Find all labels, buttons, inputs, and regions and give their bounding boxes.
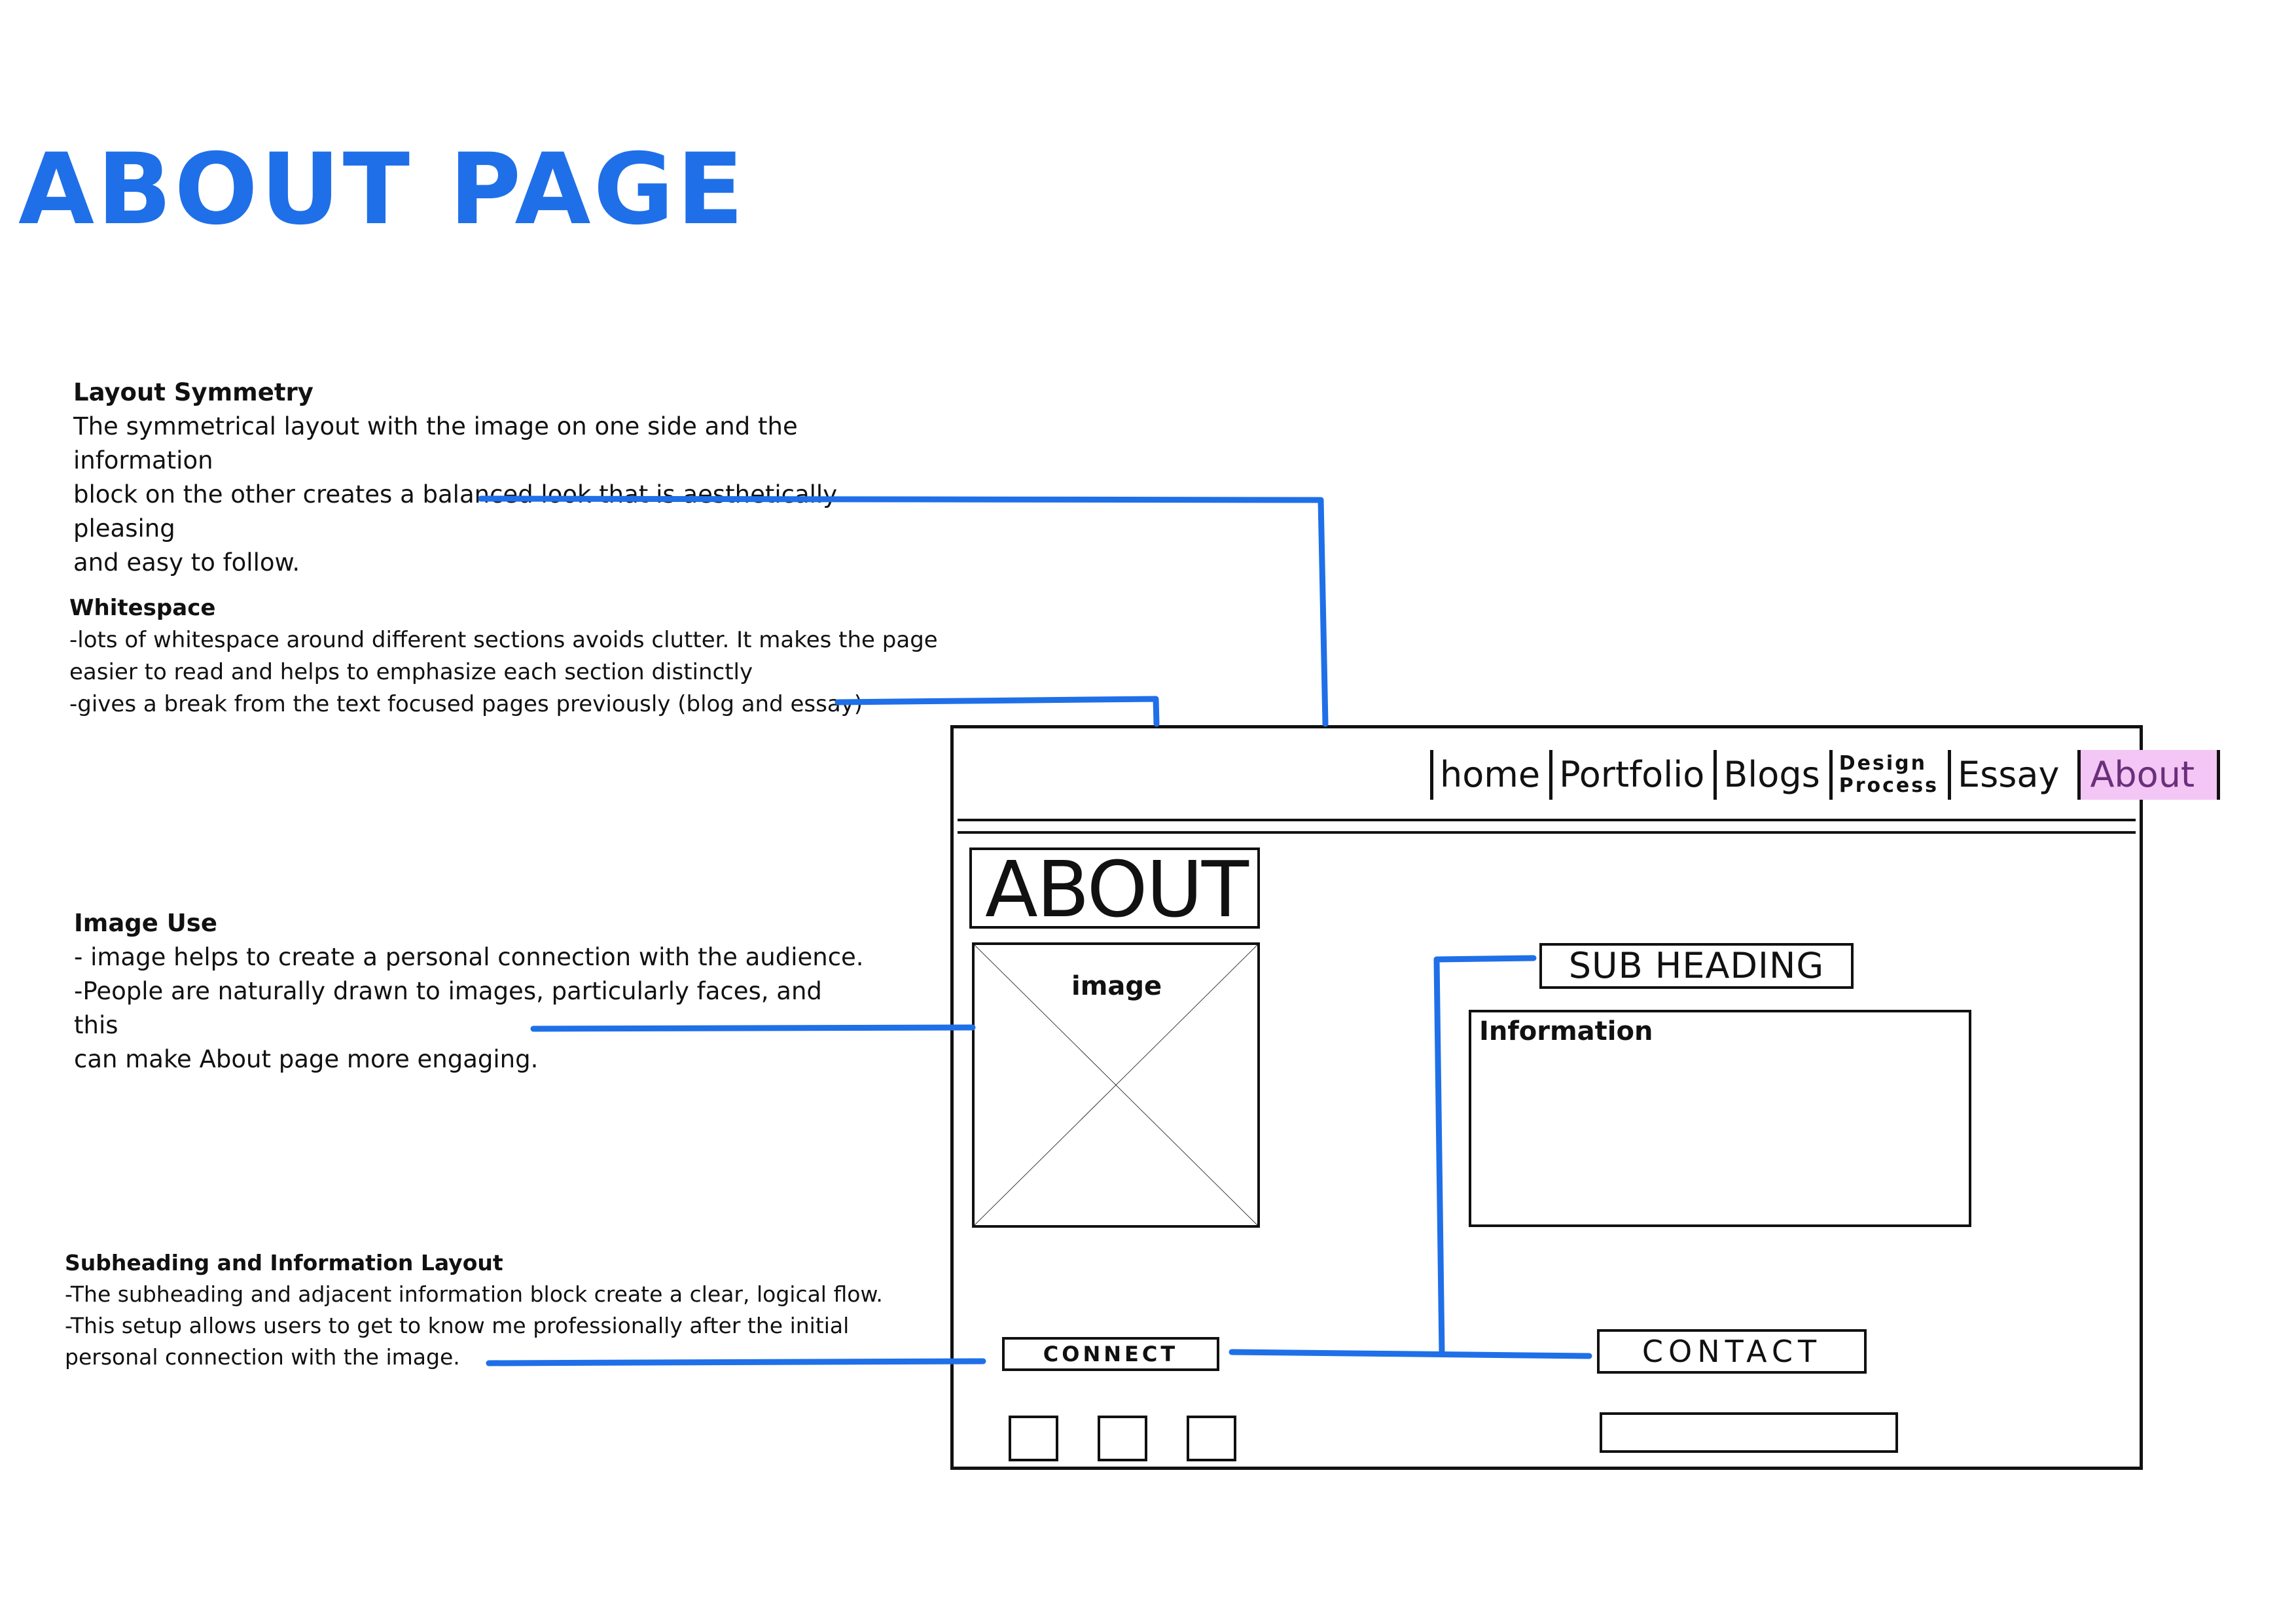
image-label: image bbox=[1071, 971, 1162, 1001]
contact-input-placeholder[interactable] bbox=[1600, 1412, 1898, 1453]
annotation-line: - image helps to create a personal conne… bbox=[74, 943, 864, 971]
nav-divider bbox=[958, 831, 2136, 834]
nav-item-blogs[interactable]: Blogs bbox=[1713, 750, 1829, 800]
nav-divider bbox=[958, 819, 2136, 821]
annotation-whitespace: Whitespace -lots of whitespace around di… bbox=[69, 592, 953, 721]
annotation-line: easier to read and helps to emphasize ea… bbox=[69, 659, 753, 685]
wireframe-information-block: Information bbox=[1469, 1010, 1971, 1227]
annotation-line: The symmetrical layout with the image on… bbox=[73, 412, 798, 474]
annotation-title: Layout Symmetry bbox=[73, 378, 314, 406]
wireframe-subheading: SUB HEADING bbox=[1539, 943, 1854, 989]
annotation-line: -lots of whitespace around different sec… bbox=[69, 627, 938, 653]
nav-item-home[interactable]: home bbox=[1430, 750, 1549, 800]
annotation-line: can make About page more engaging. bbox=[74, 1045, 539, 1073]
annotation-image-use: Image Use - image helps to create a pers… bbox=[74, 906, 872, 1077]
annotation-line: and easy to follow. bbox=[73, 548, 300, 577]
information-label: Information bbox=[1479, 1016, 1653, 1046]
social-icon-placeholder[interactable] bbox=[1187, 1416, 1236, 1461]
social-icon-placeholder[interactable] bbox=[1098, 1416, 1147, 1461]
wireframe-about-heading: ABOUT bbox=[969, 847, 1260, 929]
wireframe-connect-label: CONNECT bbox=[1002, 1337, 1219, 1371]
wireframe-image-placeholder: image bbox=[972, 942, 1260, 1228]
nav-item-design-process-line1: Design bbox=[1839, 752, 1927, 775]
image-placeholder-cross-icon bbox=[975, 945, 1257, 1225]
nav-item-design-process[interactable]: Design Process bbox=[1829, 750, 1948, 800]
annotation-layout-symmetry: Layout Symmetry The symmetrical layout w… bbox=[73, 376, 924, 580]
annotation-title: Whitespace bbox=[69, 595, 216, 621]
nav-item-design-process-line2: Process bbox=[1839, 774, 1939, 797]
wireframe-nav-bar: home Portfolio Blogs Design Process Essa… bbox=[1430, 748, 2221, 802]
annotation-line: -gives a break from the text focused pag… bbox=[69, 691, 863, 717]
annotation-line: -The subheading and adjacent information… bbox=[65, 1281, 883, 1307]
nav-item-essay[interactable]: Essay bbox=[1948, 750, 2068, 800]
annotation-line: block on the other creates a balanced lo… bbox=[73, 480, 838, 543]
about-page-wireframe: home Portfolio Blogs Design Process Essa… bbox=[950, 725, 2221, 1470]
page-title: ABOUT PAGE bbox=[18, 133, 747, 247]
annotation-line: -People are naturally drawn to images, p… bbox=[74, 977, 822, 1039]
annotation-title: Subheading and Information Layout bbox=[65, 1250, 503, 1275]
annotation-subheading-layout: Subheading and Information Layout -The s… bbox=[65, 1247, 916, 1373]
annotation-title: Image Use bbox=[74, 909, 217, 937]
nav-item-portfolio[interactable]: Portfolio bbox=[1549, 750, 1713, 800]
nav-item-about[interactable]: About bbox=[2077, 750, 2221, 800]
wireframe-contact-label: CONTACT bbox=[1597, 1329, 1867, 1374]
annotation-line: personal connection with the image. bbox=[65, 1344, 460, 1370]
social-icon-placeholder[interactable] bbox=[1009, 1416, 1058, 1461]
annotation-line: -This setup allows users to get to know … bbox=[65, 1313, 850, 1338]
